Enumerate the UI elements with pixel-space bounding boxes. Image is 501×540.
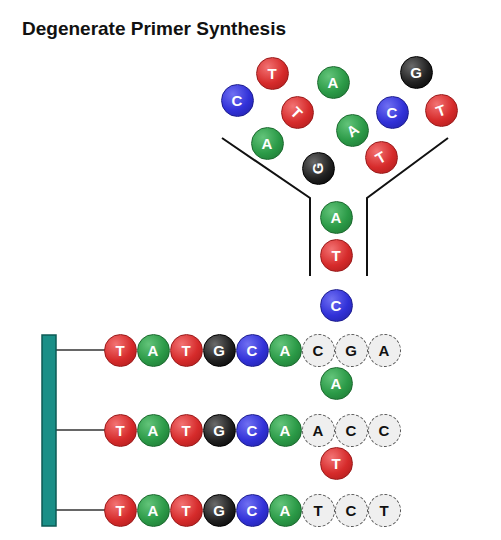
nucleotide-ball: G [203, 414, 236, 447]
nucleotide-ball: T [320, 447, 353, 480]
base-letter: G [410, 65, 422, 80]
base-letter: T [313, 503, 322, 518]
base-letter: T [434, 101, 448, 118]
base-letter: T [181, 503, 190, 518]
base-letter: T [115, 503, 124, 518]
base-letter: C [346, 423, 357, 438]
base-letter: A [148, 343, 159, 358]
base-letter: C [247, 503, 258, 518]
nucleotide-ball: A [269, 414, 302, 447]
nucleotide-ball: C [236, 414, 269, 447]
nucleotide-ball: C [320, 289, 353, 322]
base-letter: A [328, 75, 339, 90]
base-letter: G [213, 503, 225, 518]
nucleotide-ball: A [137, 494, 170, 527]
nucleotide-ball: G [400, 56, 433, 89]
nucleotide-ball: A [137, 414, 170, 447]
base-letter: A [379, 343, 390, 358]
pending-nucleotide: C [368, 414, 401, 447]
nucleotide-ball: C [236, 334, 269, 367]
nucleotide-ball: C [376, 96, 409, 129]
nucleotide-ball: G [203, 334, 236, 367]
base-letter: C [379, 423, 390, 438]
linker-line [56, 509, 106, 511]
funnel-right-wall [367, 138, 448, 276]
nucleotide-ball: A [269, 494, 302, 527]
pending-nucleotide: G [335, 334, 368, 367]
base-letter: T [267, 66, 276, 81]
nucleotide-ball: A [251, 127, 284, 160]
base-letter: C [247, 423, 258, 438]
nucleotide-ball: A [320, 201, 353, 234]
linker-line [56, 349, 106, 351]
nucleotide-ball: T [256, 57, 289, 90]
pending-nucleotide: T [368, 494, 401, 527]
diagram-title: Degenerate Primer Synthesis [22, 18, 286, 40]
base-letter: T [379, 503, 388, 518]
base-letter: A [148, 503, 159, 518]
base-letter: A [331, 210, 342, 225]
pending-nucleotide: C [335, 494, 368, 527]
base-letter: C [313, 343, 324, 358]
base-letter: A [343, 121, 360, 140]
base-letter: T [373, 148, 388, 166]
base-letter: A [280, 423, 291, 438]
nucleotide-ball: T [170, 414, 203, 447]
nucleotide-ball: C [236, 494, 269, 527]
nucleotide-ball: A [137, 334, 170, 367]
base-letter: A [280, 343, 291, 358]
pending-nucleotide: C [302, 334, 335, 367]
nucleotide-ball: T [281, 96, 314, 129]
base-letter: T [288, 103, 305, 120]
base-letter: C [387, 105, 398, 120]
nucleotide-ball: T [104, 414, 137, 447]
base-letter: C [331, 298, 342, 313]
base-letter: C [232, 93, 243, 108]
pending-nucleotide: A [302, 414, 335, 447]
funnel [222, 138, 448, 276]
base-letter: T [331, 248, 340, 263]
linker-line [56, 429, 106, 431]
nucleotide-ball: C [221, 84, 254, 117]
base-letter: G [213, 423, 225, 438]
nucleotide-ball: G [203, 494, 236, 527]
nucleotide-ball: A [320, 367, 353, 400]
nucleotide-ball: T [320, 239, 353, 272]
nucleotide-ball: T [170, 334, 203, 367]
nucleotide-ball: T [365, 141, 398, 174]
pending-nucleotide: A [368, 334, 401, 367]
pending-nucleotide: C [335, 414, 368, 447]
base-letter: T [181, 343, 190, 358]
base-letter: T [181, 423, 190, 438]
nucleotide-ball: A [269, 334, 302, 367]
nucleotide-ball: A [317, 66, 350, 99]
base-letter: C [247, 343, 258, 358]
nucleotide-ball: T [425, 94, 458, 127]
base-letter: A [148, 423, 159, 438]
base-letter: A [331, 376, 342, 391]
base-letter: A [262, 136, 273, 151]
nucleotide-ball: G [302, 152, 335, 185]
nucleotide-ball: T [170, 494, 203, 527]
base-letter: G [213, 343, 225, 358]
base-letter: T [115, 423, 124, 438]
base-letter: C [346, 503, 357, 518]
nucleotide-ball: T [104, 494, 137, 527]
linkers [56, 350, 106, 510]
nucleotide-ball: A [336, 114, 369, 147]
nucleotide-ball: T [104, 334, 137, 367]
solid-support [42, 335, 56, 526]
base-letter: T [331, 456, 340, 471]
base-letter: T [115, 343, 124, 358]
base-letter: A [280, 503, 291, 518]
pending-nucleotide: T [302, 494, 335, 527]
base-letter: G [310, 162, 325, 174]
base-letter: A [313, 423, 324, 438]
base-letter: G [345, 343, 357, 358]
